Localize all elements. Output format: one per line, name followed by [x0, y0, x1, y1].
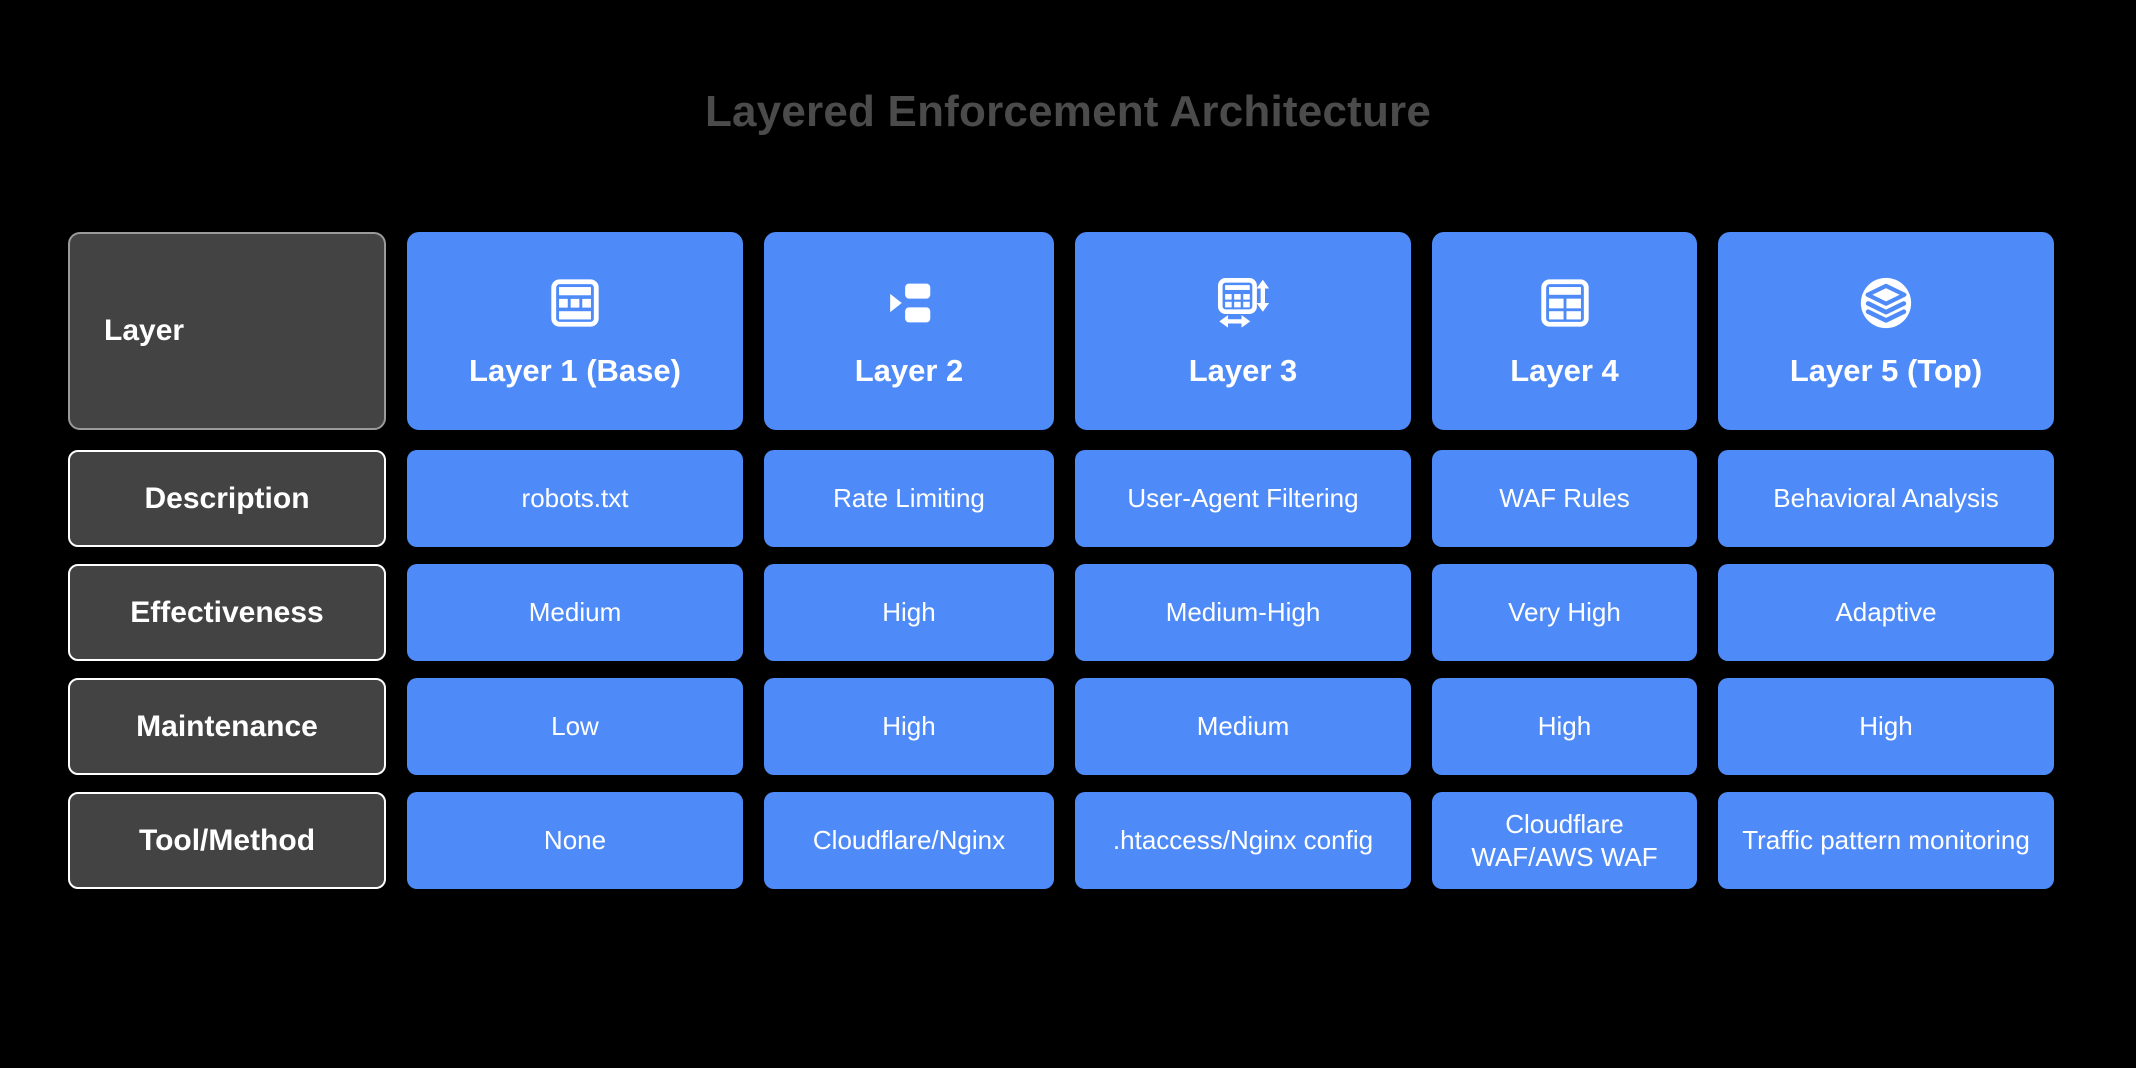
cell-value: None: [543, 825, 607, 856]
column-header-layer4[interactable]: Layer 4: [1432, 232, 1697, 430]
cell-value: Rate Limiting: [833, 483, 985, 514]
cell-value: Behavioral Analysis: [1773, 483, 1999, 514]
column-header-layer1[interactable]: Layer 1 (Base): [407, 232, 743, 430]
column-header-layer5[interactable]: Layer 5 (Top): [1718, 232, 2054, 430]
cell-description-layer5[interactable]: Behavioral Analysis: [1718, 450, 2054, 547]
cell-maintenance-layer1[interactable]: Low: [407, 678, 743, 775]
row-label-text: Tool/Method: [138, 823, 316, 857]
column-header-layer2[interactable]: Layer 2: [764, 232, 1054, 430]
row-label-description: Description: [68, 450, 386, 547]
cell-value: Adaptive: [1835, 597, 1937, 628]
cell-maintenance-layer5[interactable]: High: [1718, 678, 2054, 775]
table-layout-icon: [544, 272, 606, 334]
cell-value: Medium: [1196, 711, 1290, 742]
cell-maintenance-layer2[interactable]: High: [764, 678, 1054, 775]
cell-tool-method-layer3[interactable]: .htaccess/Nginx config: [1075, 792, 1411, 889]
cell-value: Very High: [1508, 597, 1621, 628]
cell-value: Medium: [528, 597, 622, 628]
row-label-maintenance: Maintenance: [68, 678, 386, 775]
table-row: Tool/Method None Cloudflare/Nginx .htacc…: [68, 792, 2068, 889]
cell-effectiveness-layer4[interactable]: Very High: [1432, 564, 1697, 661]
column-header-label: Layer 3: [1188, 352, 1298, 388]
cell-tool-method-layer2[interactable]: Cloudflare/Nginx: [764, 792, 1054, 889]
row-label-text: Effectiveness: [130, 595, 324, 629]
cell-value: robots.txt: [521, 483, 629, 514]
cell-maintenance-layer4[interactable]: High: [1432, 678, 1697, 775]
table-grid-icon: [1534, 272, 1596, 334]
cell-maintenance-layer3[interactable]: Medium: [1075, 678, 1411, 775]
cell-value: High: [1537, 711, 1592, 742]
row-header-column-label: Layer: [68, 232, 386, 430]
cell-value: High: [882, 711, 936, 742]
layers-stack-icon: [1855, 272, 1917, 334]
cell-value: Low: [551, 711, 599, 742]
cell-effectiveness-layer1[interactable]: Medium: [407, 564, 743, 661]
cell-value: High: [1859, 711, 1913, 742]
column-header-label: Layer 2: [854, 352, 964, 388]
row-label-tool-method: Tool/Method: [68, 792, 386, 889]
row-label-effectiveness: Effectiveness: [68, 564, 386, 661]
architecture-table: Layer Layer 1 (Base): [68, 232, 2068, 906]
flow-branch-icon: [878, 272, 940, 334]
cell-effectiveness-layer2[interactable]: High: [764, 564, 1054, 661]
column-header-layer3[interactable]: Layer 3: [1075, 232, 1411, 430]
cell-value: WAF Rules: [1499, 483, 1630, 514]
cell-description-layer4[interactable]: WAF Rules: [1432, 450, 1697, 547]
layer-column-label-text: Layer: [104, 314, 185, 347]
cell-description-layer1[interactable]: robots.txt: [407, 450, 743, 547]
cell-tool-method-layer5[interactable]: Traffic pattern monitoring: [1718, 792, 2054, 889]
cell-description-layer3[interactable]: User-Agent Filtering: [1075, 450, 1411, 547]
row-label-text: Maintenance: [136, 709, 318, 743]
grid-resize-icon: [1212, 272, 1274, 334]
cell-description-layer2[interactable]: Rate Limiting: [764, 450, 1054, 547]
table-row: Maintenance Low High Medium High High: [68, 678, 2068, 775]
cell-value: Cloudflare WAF/AWS WAF: [1471, 809, 1658, 872]
cell-value: .htaccess/Nginx config: [1112, 825, 1374, 856]
cell-value: Cloudflare/Nginx: [812, 825, 1006, 856]
cell-effectiveness-layer3[interactable]: Medium-High: [1075, 564, 1411, 661]
column-header-label: Layer 1 (Base): [469, 352, 681, 388]
cell-value: User-Agent Filtering: [1127, 483, 1359, 514]
row-label-text: Description: [144, 481, 310, 515]
table-row: Effectiveness Medium High Medium-High Ve…: [68, 564, 2068, 661]
cell-value: Traffic pattern monitoring: [1742, 825, 2030, 856]
table-header-row: Layer Layer 1 (Base): [68, 232, 2068, 430]
page-title: Layered Enforcement Architecture: [704, 87, 1432, 136]
table-row: Description robots.txt Rate Limiting Use…: [68, 450, 2068, 547]
cell-tool-method-layer4[interactable]: Cloudflare WAF/AWS WAF: [1432, 792, 1697, 889]
cell-tool-method-layer1[interactable]: None: [407, 792, 743, 889]
cell-value: Medium-High: [1165, 597, 1321, 628]
column-header-label: Layer 5 (Top): [1789, 352, 1983, 388]
column-header-label: Layer 4: [1510, 352, 1619, 388]
cell-value: High: [882, 597, 936, 628]
cell-effectiveness-layer5[interactable]: Adaptive: [1718, 564, 2054, 661]
